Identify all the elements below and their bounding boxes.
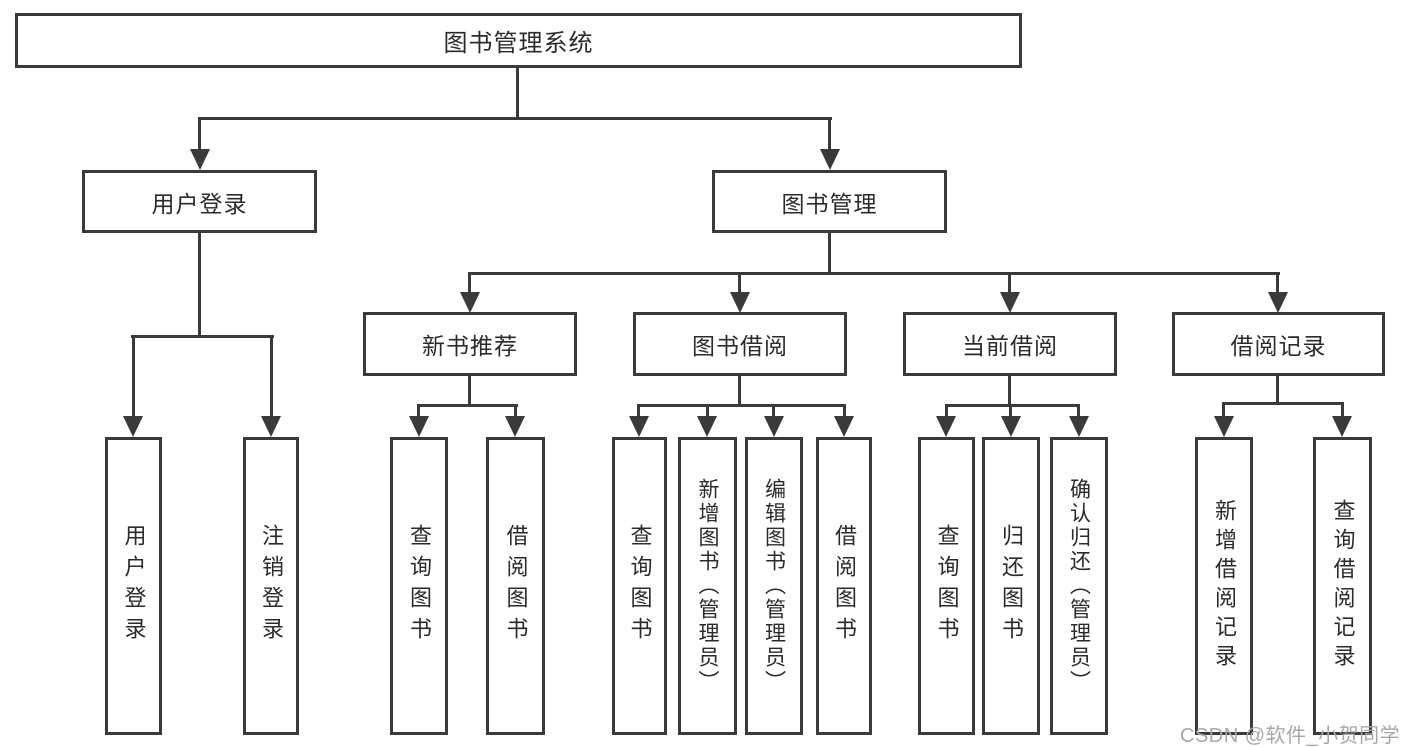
leaf-user-login: 用户登录	[105, 437, 162, 735]
connector-root-bus	[198, 117, 832, 120]
arrow-down-icon	[697, 416, 717, 437]
connector-to-logout-leaf	[270, 335, 273, 419]
connector-leaf	[843, 404, 846, 418]
leaf-query-books-2: 查询图书	[612, 437, 667, 735]
connector-leaf	[637, 404, 640, 418]
connector-to-book-management	[828, 117, 831, 153]
leaf-label: 查询图书	[934, 524, 960, 648]
arrow-down-icon	[190, 149, 210, 170]
connector-user-login-bus	[131, 335, 274, 338]
arrow-down-icon	[123, 416, 143, 437]
arrow-down-icon	[1268, 292, 1288, 313]
leaf-label: 归还图书	[999, 524, 1024, 648]
connector-user-login-stem	[198, 233, 201, 338]
connector-root-stem	[516, 68, 519, 119]
node-new-book-recommend: 新书推荐	[363, 312, 577, 376]
connector-leaf	[945, 404, 948, 418]
node-current-borrow: 当前借阅	[903, 312, 1117, 376]
arrow-down-icon	[820, 149, 840, 170]
arrow-down-icon	[936, 416, 956, 437]
connector-to-borrow-records	[1276, 272, 1279, 294]
arrow-down-icon	[261, 416, 281, 437]
connector-leaf	[1077, 404, 1080, 418]
leaf-query-borrow-record: 查询借阅记录	[1313, 437, 1372, 735]
leaf-label: 查询借阅记录	[1330, 499, 1356, 673]
leaf-confirm-return-admin: 确认归还（管理员）	[1050, 437, 1108, 735]
leaf-label: 注销登录	[259, 524, 284, 648]
leaf-borrow-books-2: 借阅图书	[816, 437, 872, 735]
arrow-down-icon	[1069, 416, 1089, 437]
leaf-return-books: 归还图书	[982, 437, 1040, 735]
arrow-down-icon	[764, 416, 784, 437]
leaf-borrow-books-1: 借阅图书	[486, 437, 545, 735]
leaf-label: 借阅图书	[503, 524, 529, 648]
csdn-watermark: CSDN @软件_小贺同学	[1180, 725, 1401, 747]
leaf-label: 用户登录	[121, 524, 147, 648]
node-book-borrow: 图书借阅	[633, 312, 847, 376]
leaf-query-books-3: 查询图书	[918, 437, 975, 735]
connector-book-borrow-bus	[637, 404, 846, 407]
arrow-down-icon	[1332, 416, 1352, 437]
connector-leaf	[417, 404, 420, 418]
connector-to-new-books	[468, 272, 471, 294]
connector-leaf	[706, 404, 709, 418]
connector-leaf	[772, 404, 775, 418]
connector-borrow-records-bus	[1222, 402, 1344, 405]
arrow-down-icon	[460, 292, 480, 313]
leaf-label: 确认归还（管理员）	[1067, 478, 1091, 694]
connector-new-books-stem	[468, 376, 471, 407]
leaf-edit-books-admin: 编辑图书（管理员）	[745, 437, 803, 735]
arrow-down-icon	[730, 292, 750, 313]
node-book-management: 图书管理	[712, 170, 947, 233]
connector-book-management-stem	[828, 233, 831, 275]
arrow-down-icon	[629, 416, 649, 437]
arrow-down-icon	[409, 416, 429, 437]
leaf-add-books-admin: 新增图书（管理员）	[678, 437, 737, 735]
arrow-down-icon	[505, 416, 525, 437]
connector-leaf	[1222, 402, 1225, 418]
arrow-down-icon	[834, 416, 854, 437]
arrow-down-icon	[1000, 292, 1020, 313]
connector-to-user-login	[198, 117, 201, 153]
node-root: 图书管理系统	[15, 13, 1022, 68]
node-user-login: 用户登录	[82, 170, 317, 233]
connector-leaf	[1341, 402, 1344, 418]
leaf-label: 新增借阅记录	[1212, 499, 1237, 673]
leaf-logout: 注销登录	[243, 437, 299, 735]
connector-book-borrow-stem	[738, 376, 741, 407]
leaf-label: 新增图书（管理员）	[696, 478, 719, 694]
leaf-label: 借阅图书	[832, 524, 857, 648]
leaf-add-borrow-record: 新增借阅记录	[1195, 437, 1253, 735]
leaf-label: 查询图书	[407, 524, 432, 648]
connector-book-management-bus	[469, 272, 1280, 275]
connector-current-borrow-bus	[945, 404, 1080, 407]
connector-leaf	[514, 404, 517, 418]
connector-leaf	[1009, 404, 1012, 418]
leaf-label: 编辑图书（管理员）	[762, 478, 786, 694]
connector-to-book-borrow	[738, 272, 741, 294]
connector-current-borrow-stem	[1008, 376, 1011, 407]
connector-to-login-leaf	[132, 335, 135, 419]
connector-borrow-records-stem	[1276, 376, 1279, 405]
leaf-query-books-1: 查询图书	[390, 437, 448, 735]
node-borrow-records: 借阅记录	[1172, 312, 1385, 376]
connector-new-books-bus	[417, 404, 518, 407]
connector-to-current-borrow	[1008, 272, 1011, 294]
arrow-down-icon	[1001, 416, 1021, 437]
leaf-label: 查询图书	[627, 524, 653, 648]
arrow-down-icon	[1214, 416, 1234, 437]
